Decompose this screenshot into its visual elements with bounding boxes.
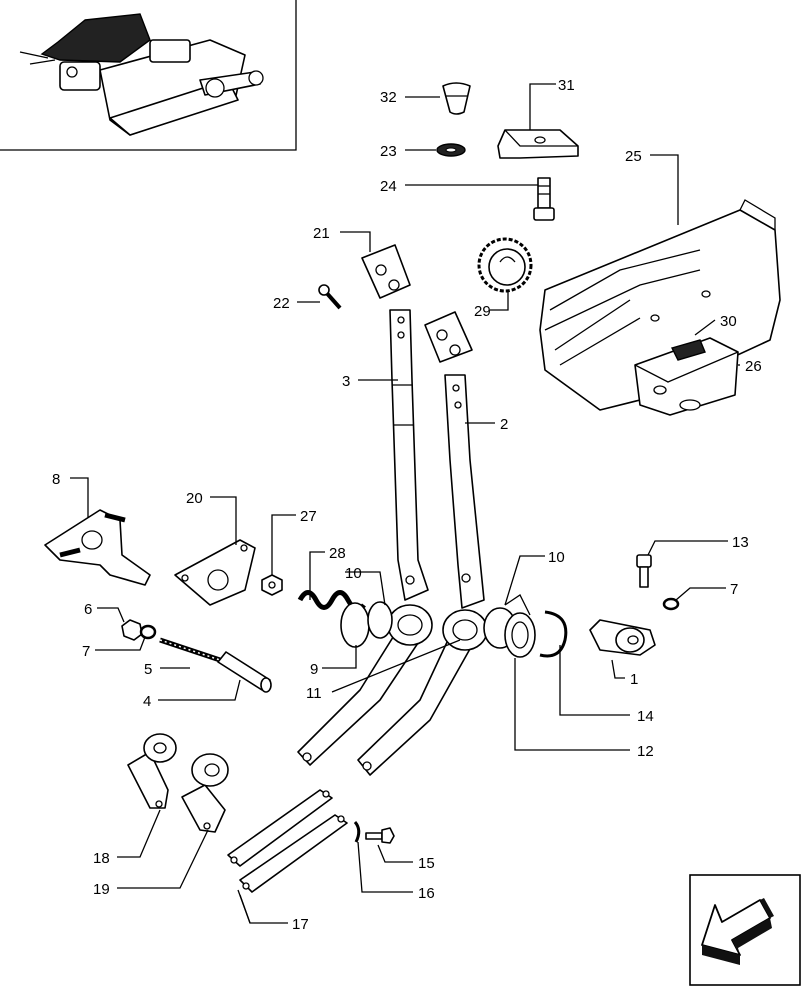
part-26-switch xyxy=(634,337,739,416)
callout-24: 24 xyxy=(380,178,397,195)
part-1-pin xyxy=(589,619,656,656)
part-27-nut xyxy=(261,574,283,596)
callout-21: 21 xyxy=(313,225,330,242)
callout-16: 16 xyxy=(418,885,435,902)
hydraulic-lift-assembly-icon xyxy=(19,13,264,136)
callout-25: 25 xyxy=(625,148,642,165)
callout-8: 8 xyxy=(52,471,60,488)
part-8-bracket xyxy=(44,509,151,586)
callout-10-left: 10 xyxy=(345,565,362,582)
parts-drawing xyxy=(44,82,781,893)
part-13-bolt xyxy=(636,554,652,588)
callout-9: 9 xyxy=(310,661,318,678)
callout-11: 11 xyxy=(306,685,322,702)
callout-29: 29 xyxy=(474,303,491,320)
part-24-bolt xyxy=(533,177,555,221)
part-32-knob xyxy=(442,82,471,115)
bushing-upper xyxy=(424,311,473,363)
callout-4: 4 xyxy=(143,693,151,710)
nav-arrow-box[interactable] xyxy=(689,874,801,986)
assembly-thumbnail xyxy=(0,0,297,151)
callout-1: 1 xyxy=(630,671,638,688)
part-17-links xyxy=(227,789,348,893)
part-28-spring xyxy=(297,590,393,648)
callout-14: 14 xyxy=(637,708,654,725)
callout-13: 13 xyxy=(732,534,749,551)
hub-rings xyxy=(387,604,488,651)
callout-31: 31 xyxy=(558,77,575,94)
thumbnail-frame xyxy=(0,0,297,151)
callout-32: 32 xyxy=(380,89,397,106)
part-2-lever xyxy=(444,374,485,609)
callout-17: 17 xyxy=(292,916,309,933)
callout-7-right: 7 xyxy=(730,581,738,598)
callout-6: 6 xyxy=(84,601,92,618)
callout-20: 20 xyxy=(186,490,203,507)
callout-12: 12 xyxy=(637,743,654,760)
part-5-rod xyxy=(159,637,221,663)
part-23-washer xyxy=(436,143,466,157)
part-16-clip xyxy=(353,821,361,843)
arrow-back-down-left-icon[interactable] xyxy=(701,898,774,965)
callout-23: 23 xyxy=(380,143,397,160)
part-19-cam xyxy=(181,753,229,833)
callout-19: 19 xyxy=(93,881,110,898)
part-18-cam xyxy=(127,733,177,809)
callout-15: 15 xyxy=(418,855,435,872)
callout-18: 18 xyxy=(93,850,110,867)
leader-lines xyxy=(70,83,740,924)
callout-7-left: 7 xyxy=(82,643,90,660)
part-7-clip-left xyxy=(139,624,157,640)
callout-28: 28 xyxy=(329,545,346,562)
part-21-bushing xyxy=(361,244,411,299)
part-29-gear xyxy=(477,237,533,293)
part-22-screw xyxy=(318,284,342,310)
part-7-clip-right xyxy=(662,597,680,611)
part-15-bolt xyxy=(365,827,395,844)
callout-26: 26 xyxy=(745,358,762,375)
callout-3: 3 xyxy=(342,373,350,390)
callout-30: 30 xyxy=(720,313,737,330)
callout-2: 2 xyxy=(500,416,508,433)
part-3-lever xyxy=(389,309,429,601)
callout-10-right: 10 xyxy=(548,549,565,566)
callout-22: 22 xyxy=(273,295,290,312)
callout-labels: 32 23 24 31 25 21 22 29 30 26 3 2 8 20 2… xyxy=(52,77,762,933)
part-31-bracket xyxy=(497,129,579,159)
part-12-14-rings xyxy=(504,610,568,658)
callout-5: 5 xyxy=(144,661,152,678)
part-20-plate xyxy=(174,539,256,606)
callout-27: 27 xyxy=(300,508,317,525)
part-6-nut xyxy=(121,619,143,641)
part-4-sleeve xyxy=(217,651,272,693)
